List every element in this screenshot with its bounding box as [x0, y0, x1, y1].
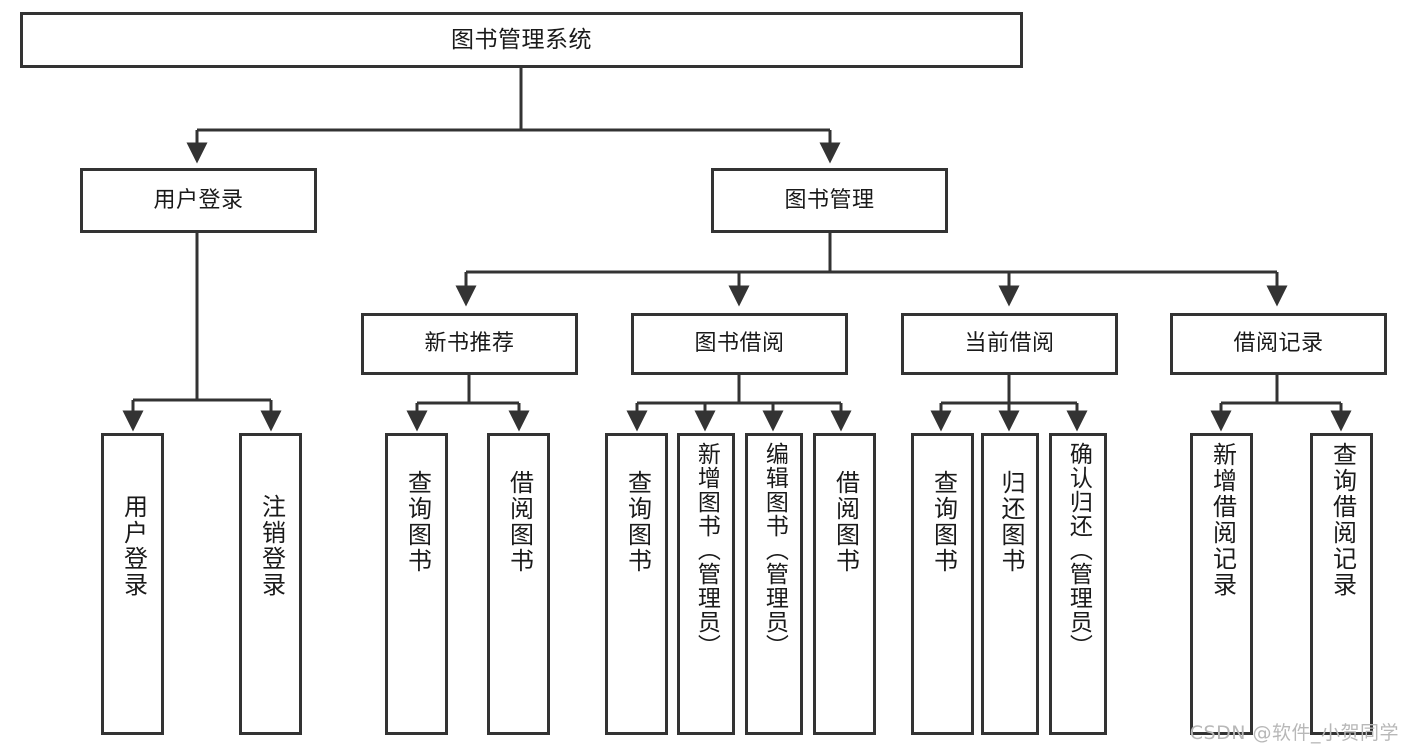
node-leaf-add-record-label: 新增借阅记录 — [1208, 442, 1237, 598]
node-leaf-borrow-book-2[interactable]: 借阅图书 — [813, 433, 876, 735]
node-leaf-edit-book[interactable]: 编辑图书（管理员） — [745, 433, 803, 735]
watermark-text: CSDN @软件_小贺同学 — [1189, 722, 1399, 744]
node-new-book-recommend-label: 新书推荐 — [424, 331, 515, 357]
node-borrow-record[interactable]: 借阅记录 — [1170, 313, 1387, 375]
node-leaf-query-record-label: 查询借阅记录 — [1328, 442, 1357, 598]
node-leaf-user-logout[interactable]: 注销登录 — [239, 433, 302, 735]
node-book-manage-label: 图书管理 — [784, 187, 875, 213]
node-leaf-query-book-3[interactable]: 查询图书 — [911, 433, 974, 735]
node-leaf-query-book-2-label: 查询图书 — [623, 470, 652, 574]
node-leaf-query-book-1-label: 查询图书 — [403, 470, 432, 574]
node-leaf-borrow-book-1[interactable]: 借阅图书 — [487, 433, 550, 735]
node-book-borrow-label: 图书借阅 — [694, 331, 785, 357]
node-root[interactable]: 图书管理系统 — [20, 12, 1023, 68]
node-leaf-borrow-book-2-label: 借阅图书 — [831, 470, 860, 574]
node-borrow-record-label: 借阅记录 — [1233, 331, 1324, 357]
node-leaf-add-record[interactable]: 新增借阅记录 — [1190, 433, 1253, 735]
node-leaf-return-book-label: 归还图书 — [996, 470, 1025, 574]
node-book-borrow[interactable]: 图书借阅 — [631, 313, 848, 375]
node-leaf-add-book[interactable]: 新增图书（管理员） — [677, 433, 735, 735]
node-user-login-label: 用户登录 — [153, 187, 244, 213]
node-leaf-borrow-book-1-label: 借阅图书 — [505, 470, 534, 574]
node-leaf-add-book-label: 新增图书（管理员） — [693, 442, 720, 658]
node-leaf-return-book[interactable]: 归还图书 — [981, 433, 1039, 735]
node-leaf-query-book-2[interactable]: 查询图书 — [605, 433, 668, 735]
node-root-label: 图书管理系统 — [451, 26, 592, 53]
node-leaf-edit-book-label: 编辑图书（管理员） — [761, 442, 788, 658]
node-leaf-user-logout-label: 注销登录 — [257, 494, 286, 598]
node-leaf-query-book-1[interactable]: 查询图书 — [385, 433, 448, 735]
node-leaf-user-login-label: 用户登录 — [119, 494, 148, 598]
node-current-borrow-label: 当前借阅 — [964, 331, 1055, 357]
node-user-login[interactable]: 用户登录 — [80, 168, 317, 233]
node-leaf-confirm-return[interactable]: 确认归还（管理员） — [1049, 433, 1107, 735]
node-leaf-confirm-return-label: 确认归还（管理员） — [1065, 442, 1092, 658]
node-current-borrow[interactable]: 当前借阅 — [901, 313, 1118, 375]
node-leaf-query-book-3-label: 查询图书 — [929, 470, 958, 574]
node-leaf-user-login[interactable]: 用户登录 — [101, 433, 164, 735]
node-leaf-query-record[interactable]: 查询借阅记录 — [1310, 433, 1373, 735]
node-book-manage[interactable]: 图书管理 — [711, 168, 948, 233]
node-new-book-recommend[interactable]: 新书推荐 — [361, 313, 578, 375]
